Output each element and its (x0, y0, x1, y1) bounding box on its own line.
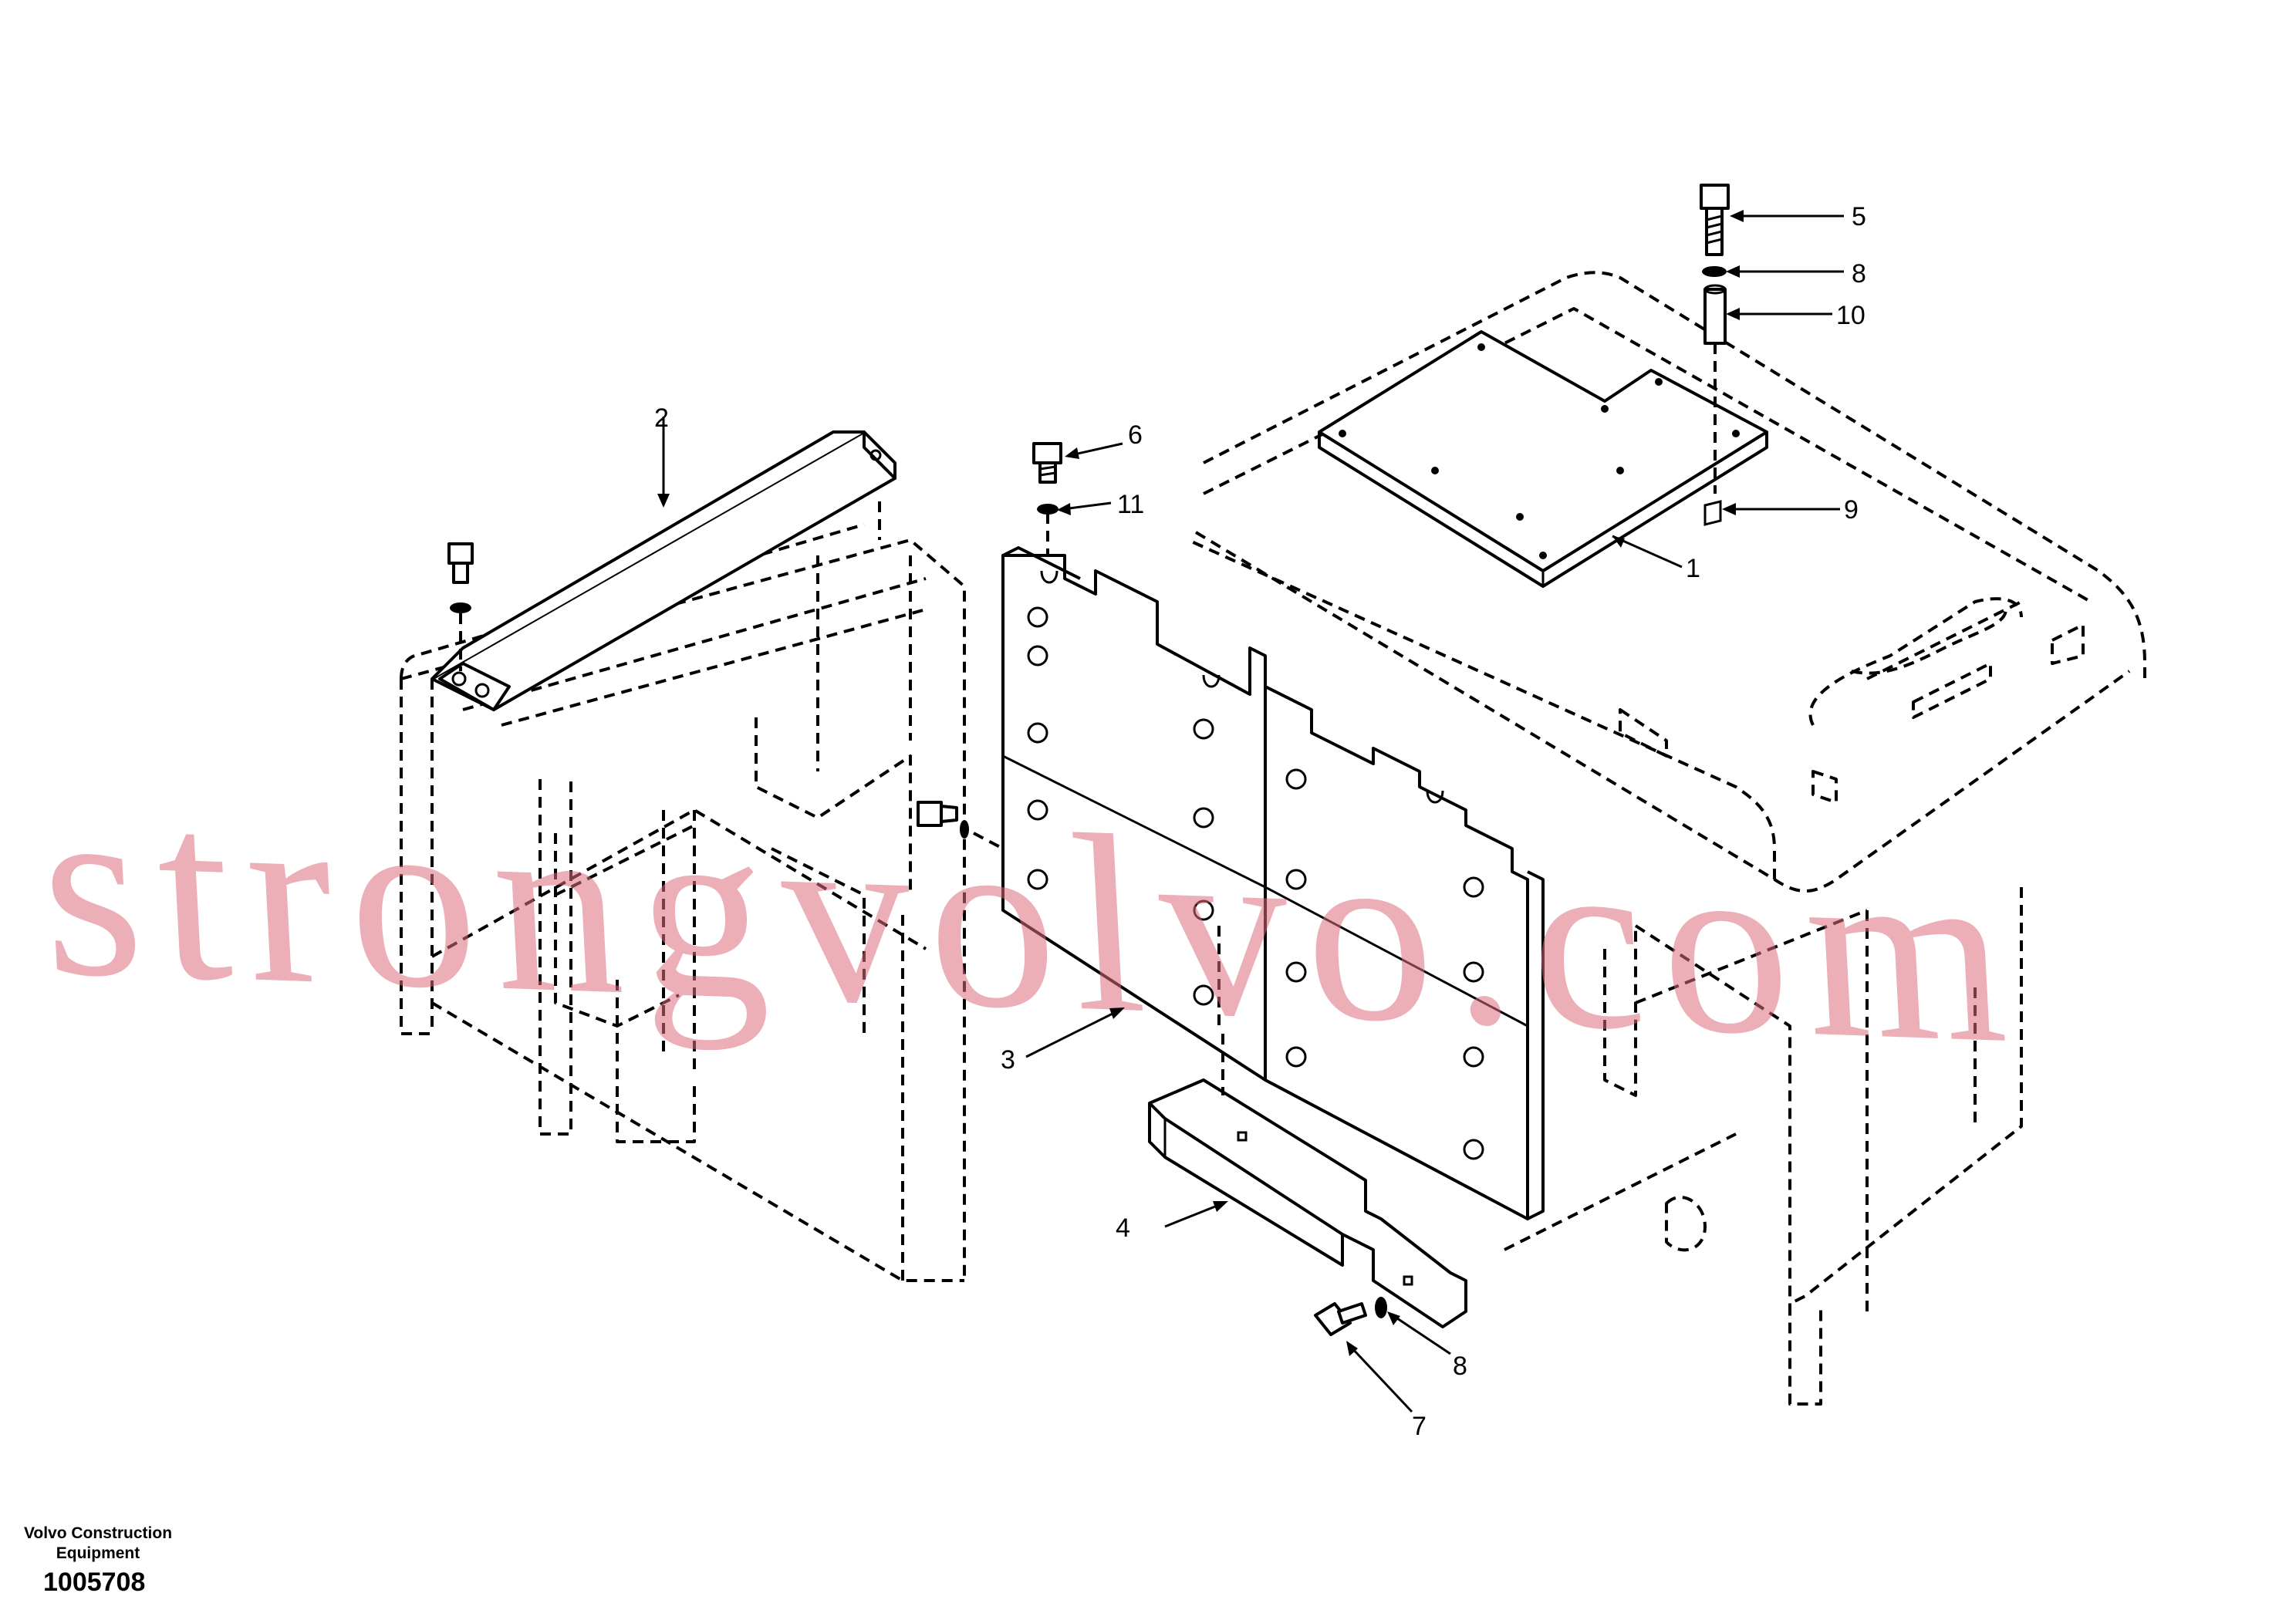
callout-8-top: 8 (1852, 259, 1866, 289)
callout-leaders (657, 210, 1844, 1413)
part-3-side-panel (1001, 546, 1545, 1220)
callout-1: 1 (1686, 554, 1700, 583)
fastener-washer-11 (1037, 504, 1059, 515)
dashed-frame-structure (400, 501, 966, 1282)
callout-10: 10 (1836, 301, 1866, 330)
fastener-spacer-10 (1703, 284, 1727, 345)
dashed-cab-structure (1187, 271, 2146, 1406)
footer-organization: Volvo Construction Equipment (23, 1524, 173, 1562)
part-2-top-guard (430, 430, 896, 711)
callout-7: 7 (1412, 1412, 1427, 1441)
footer-drawing-number: 1005708 (43, 1568, 146, 1597)
callout-8-bottom: 8 (1453, 1352, 1467, 1381)
part-1-roof-plate (1318, 330, 1768, 588)
alignment-lines (459, 343, 1717, 1095)
fastener-bolt-5 (1700, 184, 1730, 256)
fastener-washer-8-bottom (1375, 1297, 1387, 1318)
part-4-bottom-bracket (1148, 1078, 1467, 1328)
callout-11: 11 (1117, 490, 1144, 519)
callout-5: 5 (1852, 202, 1866, 231)
fastener-bolt-left-guard (447, 542, 474, 613)
callout-6: 6 (1128, 420, 1143, 450)
fastener-washer-8-top (1702, 266, 1727, 277)
watermark-text: strongvolvo.com (35, 745, 2029, 1097)
fastener-nut-9 (1703, 500, 1722, 526)
callout-4: 4 (1116, 1213, 1130, 1243)
fastener-bolt-7 (1314, 1302, 1367, 1336)
fastener-bolt-panel-side (917, 801, 969, 839)
callout-2: 2 (654, 403, 669, 433)
callout-labels: 1 2 3 4 5 6 7 8 8 9 10 11 (654, 202, 1866, 1441)
callout-9: 9 (1844, 495, 1859, 525)
fastener-bolt-6 (1032, 442, 1062, 484)
callout-3: 3 (1001, 1045, 1015, 1075)
